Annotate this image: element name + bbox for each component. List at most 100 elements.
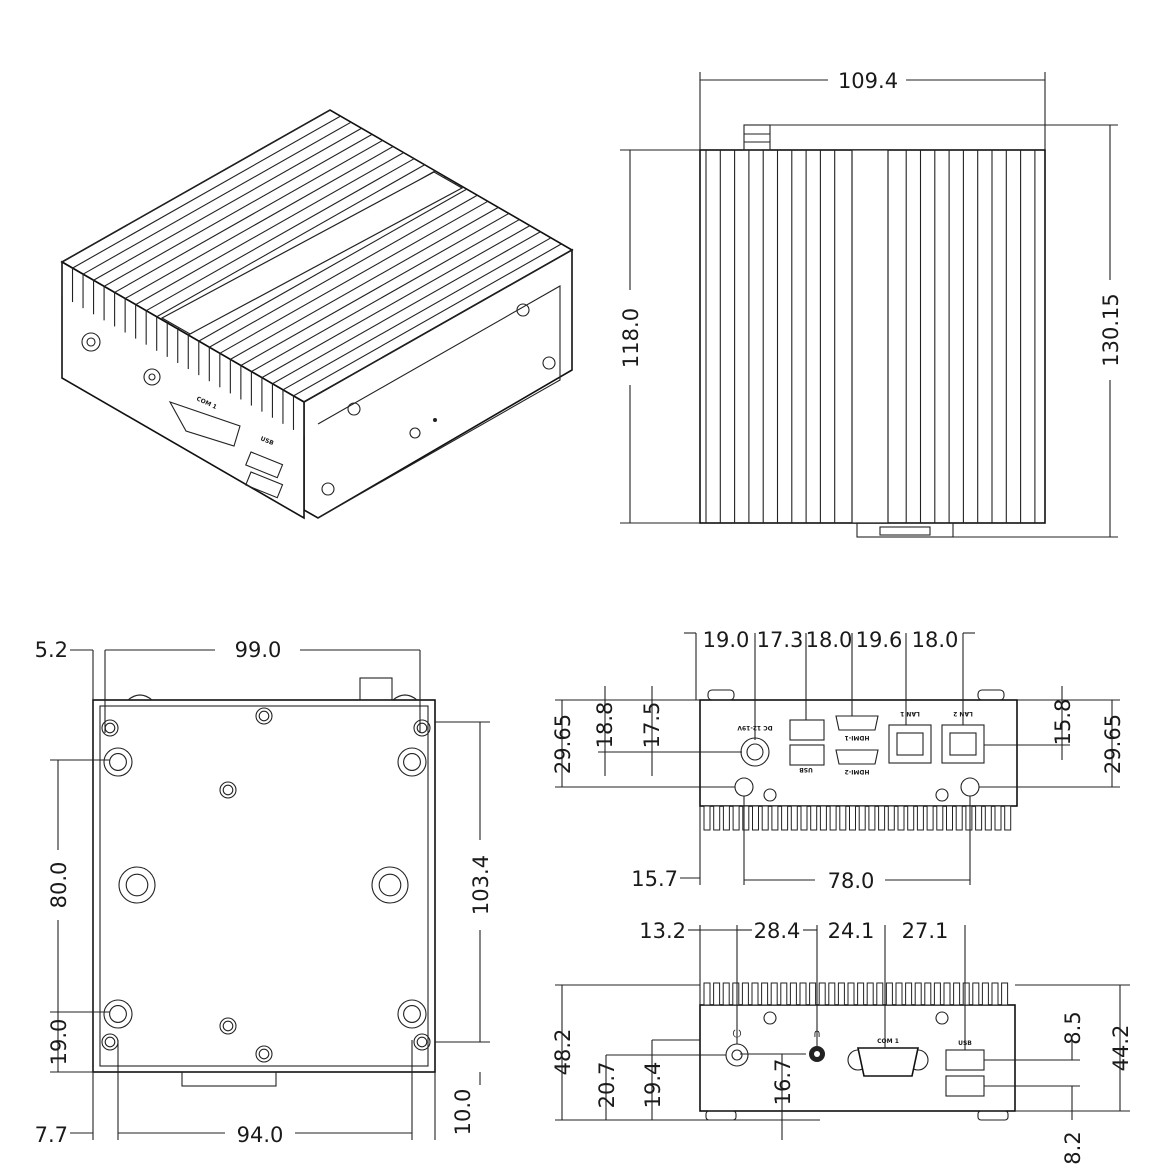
heatsink-fin	[751, 982, 759, 1006]
heatsink-fin	[1004, 805, 1012, 831]
front-dim-f1: 13.2	[639, 919, 686, 943]
heatsink-fin	[907, 805, 915, 831]
heatsink-fin	[261, 225, 531, 379]
heatsink-fin	[251, 219, 520, 373]
heatsink-fin	[962, 982, 970, 1006]
hdmi1-label: HDMI-1	[845, 734, 870, 741]
heatsink-fin	[819, 805, 827, 831]
bottom-foot-span-dim: 94.0	[237, 1123, 284, 1147]
heatsink-fin	[885, 982, 893, 1006]
heatsink-fin	[790, 805, 798, 831]
rear-ground-offset-dim: 15.7	[631, 867, 678, 891]
heatsink-fin	[887, 805, 895, 831]
screw-head	[403, 1005, 421, 1023]
heatsink-fin	[770, 982, 778, 1006]
screw-hole	[118, 866, 156, 904]
rear-usb-label: USB	[799, 766, 813, 773]
heatsink-fin	[93, 127, 362, 281]
heatsink-fin	[876, 982, 884, 1006]
heatsink-fin	[703, 805, 711, 831]
heatsink-fin	[916, 805, 924, 831]
heatsink-fin	[984, 805, 992, 831]
heatsink-fin	[713, 805, 721, 831]
front-usb-top-dim: 8.5	[1061, 1011, 1085, 1044]
front-com-label: COM 1	[877, 1038, 899, 1045]
heatsink-fin	[955, 805, 963, 831]
screw-hole	[219, 781, 237, 799]
heatsink-fin	[914, 982, 922, 1006]
heatsink-fin	[926, 805, 934, 831]
screw-hole	[103, 747, 133, 777]
screw-head	[222, 784, 234, 796]
heatsink-fin	[272, 231, 541, 385]
heatsink-fin	[799, 982, 807, 1006]
heatsink-fin	[780, 982, 788, 1006]
screw-head	[125, 873, 149, 897]
heatsink-fin	[829, 805, 837, 831]
bottom-lower-offset-dim: 19.0	[47, 1019, 71, 1066]
hdmi2-label: HDMI-2	[845, 768, 870, 775]
heatsink-fin	[975, 805, 983, 831]
rear-dim-p4: 19.6	[856, 628, 903, 652]
heatsink-fin	[809, 982, 817, 1006]
heatsink-fin	[303, 249, 573, 403]
heatsink-fin	[771, 805, 779, 831]
screw-head	[258, 710, 270, 722]
screw-hole	[101, 719, 119, 737]
screw-hole	[255, 1045, 273, 1063]
rear-left-height-dim: 29.65	[551, 714, 575, 774]
heatsink-fin	[282, 237, 552, 391]
front-dim-f3: 24.1	[828, 919, 875, 943]
heatsink-fin	[703, 982, 711, 1006]
screw-head	[378, 873, 402, 897]
heatsink-fin	[828, 982, 836, 1006]
rear-dim-p3: 18.0	[806, 628, 853, 652]
heatsink-fin	[936, 805, 944, 831]
bottom-left-lower-dim: 7.7	[35, 1123, 68, 1147]
rear-ground-span-dim: 78.0	[828, 869, 875, 893]
rear-h4-dim: 15.8	[1051, 699, 1075, 746]
rear-h3-dim: 17.5	[640, 702, 664, 749]
heatsink-fin	[800, 805, 808, 831]
screw-head	[104, 1036, 116, 1048]
heatsink-fin	[732, 982, 740, 1006]
usb-iso-label: USB	[259, 435, 275, 447]
heatsink-fin	[209, 194, 478, 348]
heatsink-fin	[943, 982, 951, 1006]
heatsink-fin	[135, 152, 404, 306]
heatsink-fin	[857, 982, 865, 1006]
heatsink-fin	[82, 121, 352, 275]
bottom-hole-span-y-dim: 80.0	[47, 862, 71, 909]
heatsink-fin	[946, 805, 953, 831]
front-h3-dim: 16.7	[771, 1059, 795, 1106]
front-dim-f4: 27.1	[902, 919, 949, 943]
front-h1-dim: 20.7	[595, 1062, 619, 1109]
heatsink-fin	[924, 982, 932, 1006]
heatsink-fin	[953, 982, 961, 1006]
screw-head	[222, 1020, 234, 1032]
heatsink-fin	[761, 805, 769, 831]
heatsink-fin	[905, 982, 913, 1006]
screw-head	[109, 753, 127, 771]
screw-hole	[397, 747, 427, 777]
heatsink-fin	[230, 206, 499, 360]
front-usb-bottom-dim: 8.2	[1061, 1131, 1085, 1164]
front-dim-f2: 28.4	[754, 919, 801, 943]
heatsink-fin	[761, 982, 769, 1006]
front-left-height-dim: 48.2	[551, 1029, 575, 1076]
heatsink-fin	[219, 200, 489, 354]
screw-head	[416, 722, 428, 734]
heatsink-fin	[61, 109, 331, 263]
rear-dim-p2: 17.3	[757, 628, 804, 652]
heatsink-fin	[72, 115, 341, 269]
heatsink-fin	[103, 133, 373, 287]
heatsink-fin	[878, 805, 886, 831]
heatsink-fin	[981, 982, 989, 1006]
top-view: 109.4 118.0 130.15	[619, 69, 1123, 538]
heatsink-fin	[868, 805, 876, 831]
front-h2-dim: 19.4	[641, 1062, 665, 1109]
heatsink-fin	[991, 982, 999, 1006]
heatsink-fin	[897, 805, 905, 831]
screw-head	[258, 1048, 270, 1060]
